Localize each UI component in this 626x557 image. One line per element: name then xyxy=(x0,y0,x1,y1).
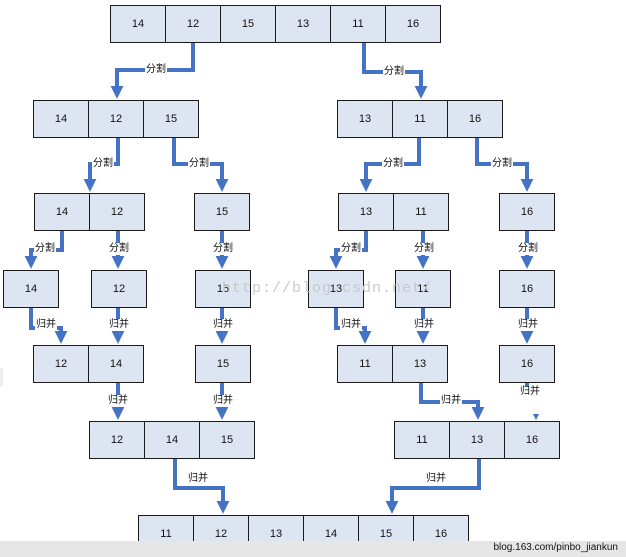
array-cell: 14 xyxy=(34,193,90,231)
watermark: http://blog.csdn.net/ xyxy=(222,280,433,297)
merge-label: 归并 xyxy=(517,319,539,331)
merge-label: 归并 xyxy=(35,319,57,331)
split-label: 分割 xyxy=(383,66,405,78)
array-cell: 16 xyxy=(447,100,503,138)
array-cell: 11 xyxy=(393,193,449,231)
array-row-r4d: 16 xyxy=(499,345,555,383)
array-cell: 13 xyxy=(275,5,331,43)
merge-label: 归并 xyxy=(425,473,447,485)
array-row-r2d: 16 xyxy=(499,193,555,231)
merge-label: 归并 xyxy=(413,319,435,331)
array-cell: 12 xyxy=(89,421,145,459)
array-cell: 12 xyxy=(91,270,147,308)
merge-label: 归并 xyxy=(187,473,209,485)
merge-label: 归并 xyxy=(212,395,234,407)
split-label: 分割 xyxy=(517,243,539,255)
array-cell: 16 xyxy=(499,270,555,308)
merge-label: 归并 xyxy=(440,395,462,407)
split-label: 分割 xyxy=(188,158,210,170)
array-cell: 12 xyxy=(165,5,221,43)
array-cell: 15 xyxy=(143,100,199,138)
array-cell: 15 xyxy=(195,270,251,308)
array-cell: 15 xyxy=(199,421,255,459)
split-label: 分割 xyxy=(382,158,404,170)
array-cell: 11 xyxy=(392,100,448,138)
split-label: 分割 xyxy=(108,243,130,255)
array-cell: 11 xyxy=(395,270,451,308)
merge-label: 归并 xyxy=(108,319,130,331)
merge-label: 归并 xyxy=(212,319,234,331)
merge-arrow xyxy=(173,459,230,514)
array-row-r4b: 15 xyxy=(195,345,251,383)
array-cell: 11 xyxy=(394,421,450,459)
edge-marker xyxy=(0,368,3,386)
array-cell: 13 xyxy=(449,421,505,459)
array-row-r3c: 15 xyxy=(195,270,251,308)
array-cell: 15 xyxy=(194,193,250,231)
array-cell: 14 xyxy=(110,5,166,43)
array-cell: 16 xyxy=(385,5,441,43)
array-cell: 11 xyxy=(337,345,393,383)
array-cell: 12 xyxy=(88,100,144,138)
array-row-r3f: 16 xyxy=(499,270,555,308)
array-cell: 12 xyxy=(89,193,145,231)
split-label: 分割 xyxy=(413,243,435,255)
array-row-r3d: 13 xyxy=(308,270,364,308)
array-cell: 16 xyxy=(499,345,555,383)
array-cell: 14 xyxy=(33,100,89,138)
array-cell: 13 xyxy=(308,270,364,308)
split-label: 分割 xyxy=(145,64,167,76)
merge-arrow xyxy=(385,459,481,514)
split-label: 分割 xyxy=(34,243,56,255)
credit-text: blog.163.com/pinbo_jiankun xyxy=(493,542,618,553)
array-cell: 14 xyxy=(144,421,200,459)
split-label: 分割 xyxy=(212,243,234,255)
array-cell: 16 xyxy=(499,193,555,231)
array-cell: 13 xyxy=(337,100,393,138)
array-cell: 15 xyxy=(195,345,251,383)
array-cell: 13 xyxy=(338,193,394,231)
split-label: 分割 xyxy=(92,158,114,170)
arrow-tip-marker xyxy=(533,414,539,420)
array-cell: 15 xyxy=(220,5,276,43)
merge-label: 归并 xyxy=(519,386,541,398)
merge-label: 归并 xyxy=(340,319,362,331)
array-cell: 12 xyxy=(33,345,89,383)
merge-label: 归并 xyxy=(107,395,129,407)
array-cell: 13 xyxy=(392,345,448,383)
split-label: 分割 xyxy=(340,243,362,255)
array-row-r2b: 15 xyxy=(194,193,250,231)
array-cell: 14 xyxy=(3,270,59,308)
array-cell: 16 xyxy=(504,421,560,459)
array-row-r3a: 14 xyxy=(3,270,59,308)
array-cell: 11 xyxy=(330,5,386,43)
array-cell: 14 xyxy=(88,345,144,383)
footer-bar xyxy=(0,541,626,557)
split-label: 分割 xyxy=(491,158,513,170)
array-row-r3b: 12 xyxy=(91,270,147,308)
array-row-r3e: 11 xyxy=(395,270,451,308)
